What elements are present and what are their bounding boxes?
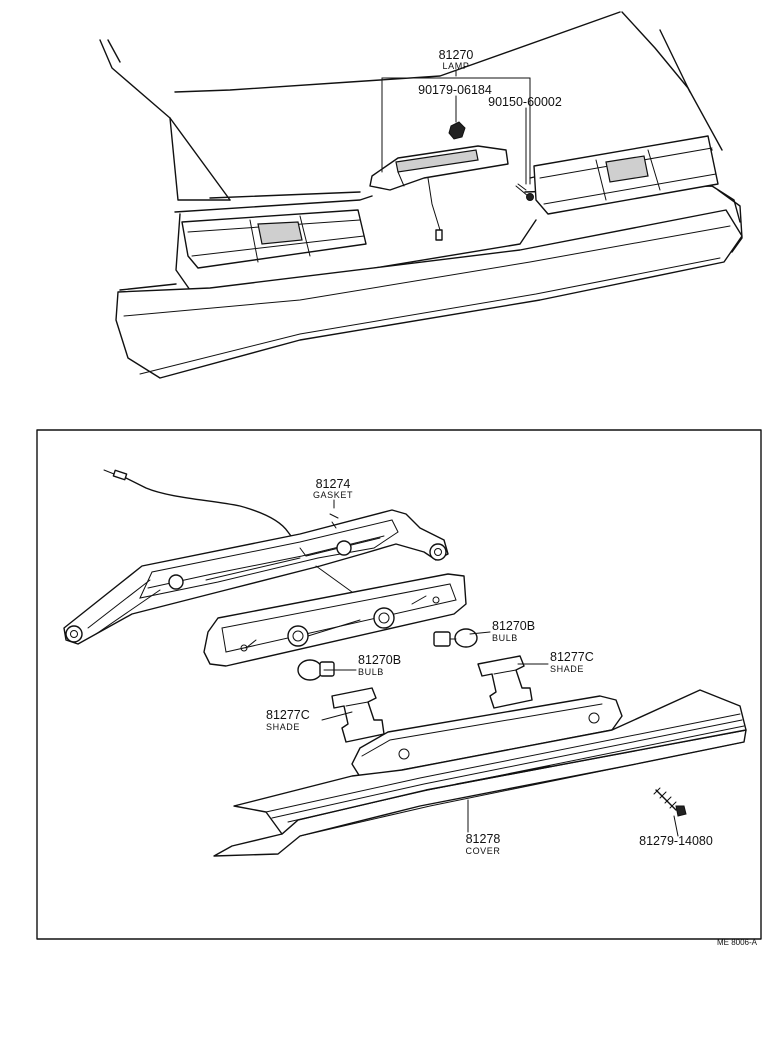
cover-screw-icon	[653, 787, 687, 817]
screw-icon	[515, 183, 534, 201]
shade-right-icon	[477, 655, 533, 709]
vehicle-rear-view	[99, 11, 743, 379]
exploded-view-frame	[36, 429, 762, 940]
cover-part-name: COVER	[465, 846, 500, 856]
gasket-part-name: GASKET	[313, 490, 353, 500]
lens-plate-icon	[203, 573, 467, 667]
callout-shade-right: 81277C SHADE	[550, 650, 594, 674]
shade-left-part-number: 81277C	[266, 708, 310, 722]
shade-right-part-number: 81277C	[550, 650, 594, 664]
nut-icon	[448, 121, 466, 140]
bulb-right-part-number: 81270B	[492, 619, 535, 633]
bulb-right-part-name: BULB	[492, 633, 518, 643]
screw-top-part-number: 90150-60002	[488, 95, 562, 109]
lamp-part-name: LAMP	[443, 61, 470, 71]
bulb-left-part-name: BULB	[358, 667, 384, 677]
bulb-right-icon	[433, 628, 478, 648]
bulb-left-part-number: 81270B	[358, 653, 401, 667]
callout-cover: 81278 COVER	[465, 832, 500, 856]
gasket-icon	[63, 509, 449, 645]
lamp-part-number: 81270	[439, 48, 474, 62]
nut-part-number: 90179-06184	[418, 83, 492, 97]
exploded-view	[63, 469, 747, 857]
callout-bulb-left: 81270B BULB	[358, 653, 401, 677]
cover-part-number: 81278	[466, 832, 501, 846]
callout-gasket: 81274 GASKET	[313, 477, 353, 500]
cover-screw-part-number: 81279-14080	[639, 834, 713, 848]
callout-shade-left: 81277C SHADE	[266, 708, 310, 732]
diagram-code: ME 8006-A	[717, 938, 758, 947]
cover-icon	[213, 689, 747, 857]
callout-lamp: 81270 LAMP	[439, 48, 474, 71]
connector-icon	[103, 469, 309, 561]
shade-left-part-name: SHADE	[266, 722, 300, 732]
bulb-left-icon	[297, 659, 335, 681]
shade-right-part-name: SHADE	[550, 664, 584, 674]
gasket-part-number: 81274	[316, 477, 351, 491]
callout-bulb-right: 81270B BULB	[492, 619, 535, 643]
